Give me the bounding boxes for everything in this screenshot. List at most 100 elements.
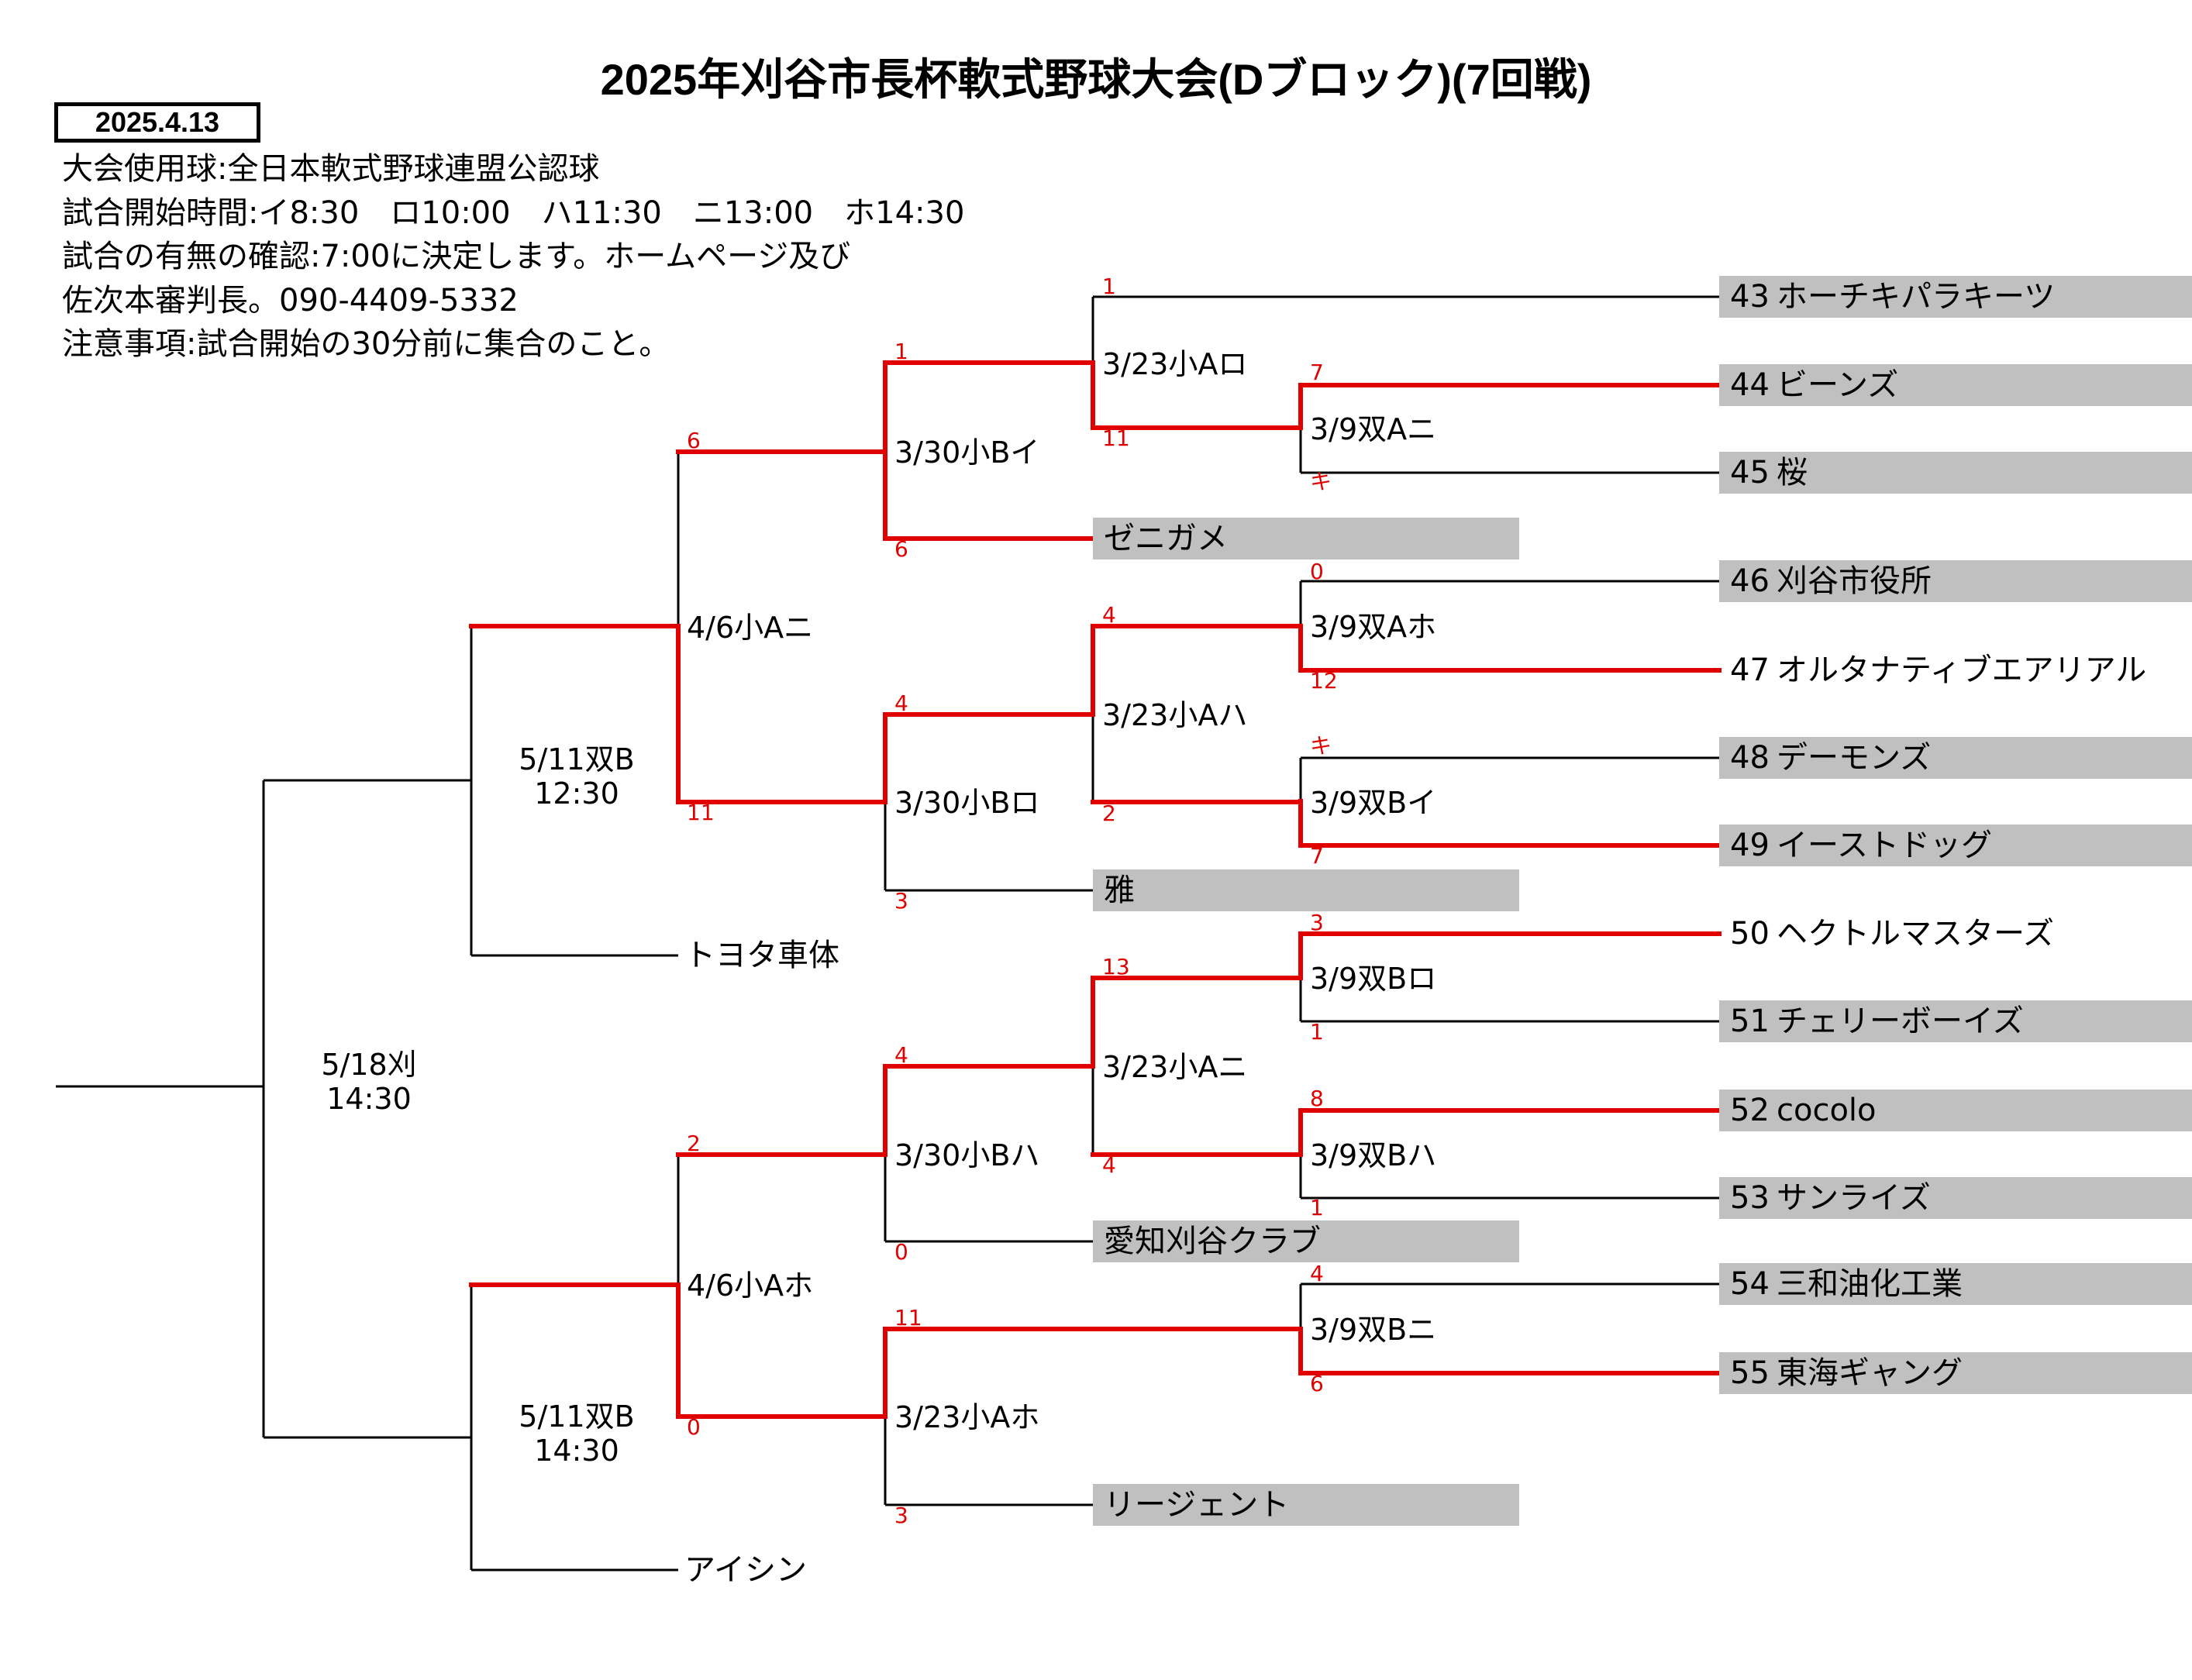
- score-r3d-bottom: 3: [894, 1503, 908, 1528]
- match-label-r5-1: 5/11双B 12:30: [499, 742, 654, 811]
- score-r3b-top: 4: [894, 690, 908, 716]
- team-name: チェリーボーイズ: [1777, 1004, 2024, 1039]
- team-number: 53: [1730, 1180, 1770, 1216]
- match-label-r1-4: 3/9双Bロ: [1310, 962, 1437, 996]
- team-number: 43: [1730, 279, 1770, 315]
- match-time: 12:30: [534, 776, 619, 811]
- match-date: 5/11双B: [519, 742, 635, 776]
- team-number: 49: [1730, 828, 1770, 863]
- team-number: 51: [1730, 1004, 1770, 1039]
- score-r4b-bottom: 0: [687, 1414, 701, 1440]
- match-label-r4-2: 4/6小Aホ: [687, 1269, 814, 1303]
- score-m5-top: 8: [1310, 1086, 1324, 1111]
- score-r2c-top: 13: [1102, 954, 1130, 979]
- info-line-start-times: 試合開始時間:イ8:30 ロ10:00 ハ11:30 ニ13:00 ホ14:30: [62, 195, 965, 231]
- team-number: 47: [1730, 652, 1770, 688]
- team-number: 46: [1730, 563, 1770, 599]
- score-r2b-top: 4: [1102, 602, 1116, 628]
- score-r3c-bottom: 0: [894, 1239, 908, 1265]
- seed-team-aisin: アイシン: [684, 1552, 807, 1588]
- page-title: 2025年刈谷市長杯軟式野球大会(Dブロック)(7回戦): [600, 55, 1592, 104]
- match-label-r1-3: 3/9双Bイ: [1310, 786, 1437, 820]
- info-line-notes: 注意事項:試合開始の30分前に集合のこと。: [62, 326, 670, 362]
- info-line-contact: 佐次本審判長。090-4409-5332: [62, 282, 519, 318]
- team-name: デーモンズ: [1777, 740, 1932, 776]
- team-number: 48: [1730, 740, 1770, 776]
- score-m1-top: 7: [1310, 360, 1324, 385]
- team-number: 45: [1730, 455, 1770, 491]
- score-m5-bottom: 1: [1310, 1195, 1324, 1220]
- team-number: 52: [1730, 1093, 1770, 1128]
- score-m3-top: キ: [1310, 733, 1332, 759]
- score-r2b-bottom: 2: [1102, 800, 1116, 826]
- score-r2a-bottom: 11: [1102, 425, 1130, 451]
- team-name: ヘクトルマスターズ: [1777, 916, 2054, 952]
- match-label-r2-1: 3/23小Aロ: [1102, 347, 1248, 381]
- team-number: 55: [1730, 1355, 1770, 1391]
- match-time: 14:30: [534, 1434, 619, 1468]
- match-label-r5-2: 5/11双B 14:30: [499, 1399, 654, 1468]
- match-label-r3-2: 3/30小Bロ: [894, 786, 1040, 820]
- match-label-r1-5: 3/9双Bハ: [1310, 1138, 1437, 1172]
- team-name: オルタナティブエアリアル: [1777, 652, 2147, 688]
- match-label-r1-2: 3/9双Aホ: [1310, 610, 1437, 644]
- match-time: 14:30: [326, 1082, 412, 1116]
- match-label-r1-6: 3/9双Bニ: [1310, 1313, 1437, 1347]
- score-r2a-top: 1: [1102, 274, 1116, 299]
- match-label-r4-1: 4/6小Aニ: [687, 611, 814, 645]
- team-name: 刈谷市役所: [1777, 563, 1932, 599]
- match-label-final: 5/18刈 14:30: [291, 1048, 446, 1116]
- match-label-r2-3: 3/23小Aニ: [1102, 1050, 1248, 1084]
- team-name: 三和油化工業: [1777, 1266, 1963, 1302]
- score-r4b-top: 2: [687, 1131, 701, 1156]
- bracket-black-lines: [56, 295, 1719, 1572]
- team-name: 桜: [1777, 455, 1808, 491]
- score-m3-bottom: 7: [1310, 843, 1324, 869]
- score-m2-top: 0: [1310, 559, 1324, 584]
- score-m2-bottom: 12: [1310, 668, 1338, 694]
- match-label-r2-4: 3/23小Aホ: [894, 1400, 1040, 1434]
- seed-team-toyota-shatai: トヨタ車体: [684, 938, 839, 973]
- date-badge: 2025.4.13: [54, 102, 260, 143]
- score-r4a-top: 6: [687, 428, 701, 453]
- match-label-r2-2: 3/23小Aハ: [1102, 698, 1248, 732]
- bracket-winner-lines: [469, 360, 1722, 1419]
- seed-team-zenigame: ゼニガメ: [1093, 518, 1519, 559]
- match-label-r3-3: 3/30小Bハ: [894, 1138, 1040, 1172]
- match-date: 5/18刈: [321, 1048, 417, 1082]
- seed-team-aichi-kariya-club: 愛知刈谷クラブ: [1093, 1220, 1519, 1262]
- match-label-r1-1: 3/9双Aニ: [1310, 412, 1437, 446]
- team-name: イーストドッグ: [1777, 828, 1992, 863]
- score-m6-top: 4: [1310, 1261, 1324, 1286]
- match-date: 5/11双B: [519, 1399, 635, 1434]
- team-number: 50: [1730, 916, 1770, 952]
- score-r4a-bottom: 11: [687, 800, 715, 825]
- score-m1-bottom: キ: [1310, 469, 1332, 494]
- score-r3c-top: 4: [894, 1042, 908, 1068]
- score-r2c-bottom: 4: [1102, 1152, 1116, 1178]
- seed-team-regent: リージェント: [1093, 1484, 1519, 1526]
- score-m4-top: 3: [1310, 910, 1324, 935]
- score-r3d-top: 11: [894, 1305, 922, 1331]
- score-r3a-top: 1: [894, 339, 908, 364]
- team-name: cocolo: [1777, 1093, 1877, 1128]
- info-block: 大会使用球:全日本軟式野球連盟公認球 試合開始時間:イ8:30 ロ10:00 ハ…: [62, 147, 964, 367]
- score-r3a-bottom: 6: [894, 536, 908, 562]
- team-name: サンライズ: [1777, 1180, 1931, 1216]
- team-number: 54: [1730, 1266, 1770, 1302]
- score-m4-bottom: 1: [1310, 1019, 1324, 1045]
- team-name: ビーンズ: [1777, 367, 1899, 403]
